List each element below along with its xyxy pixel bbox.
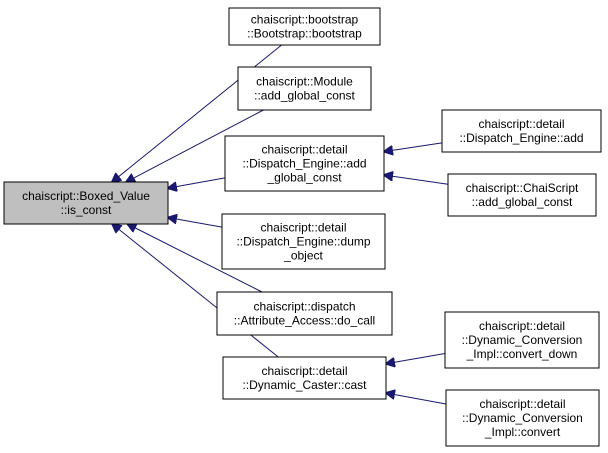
edge-dispatch_engine_add-to-dispatch_engine_add_global_const [384,142,443,152]
nodes-group: chaiscript::Boxed_Value::is_constchaiscr… [3,7,602,447]
node-box [441,109,602,153]
node-label-line: ::add_global_const [472,195,573,209]
edge-dynamic_conversion_convert-to-dynamic_caster_cast [386,393,447,405]
node-label-line: chaiscript::detail [479,319,565,333]
node-label-line: chaiscript::detail [260,221,346,235]
node-root[interactable]: chaiscript::Boxed_Value::is_const [3,181,169,225]
node-label-line: chaiscript::detail [478,117,564,131]
node-label-line: chaiscript::detail [261,143,347,157]
node-label-line: ::Bootstrap::bootstrap [247,27,362,41]
node-box [222,356,387,400]
node-dynamic_conversion_convert[interactable]: chaiscript::detail::Dynamic_Conversion_I… [445,389,600,447]
node-label-line: _Impl::convert_down [466,347,578,361]
node-label-line: ::Dynamic_Conversion [462,411,583,425]
node-label-line: ::is_const [61,203,112,217]
node-dispatch_engine_dump_object[interactable]: chaiscript::detail::Dispatch_Engine::dum… [221,213,386,270]
node-label-line: chaiscript::Module [256,75,353,89]
edge-module_add_global_const-to-root [126,109,264,182]
node-chaiscript_add_global_const[interactable]: chaiscript::ChaiScript::add_global_const [447,173,597,217]
node-label-line: ::Attribute_Access::do_call [234,314,375,328]
node-label-line: ::Dispatch_Engine::dump [236,235,370,249]
node-box [3,181,169,225]
node-label-line: chaiscript::Boxed_Value [22,189,150,203]
node-label-line: _Impl::convert [484,425,561,439]
node-bootstrap[interactable]: chaiscript::bootstrap::Bootstrap::bootst… [228,7,381,46]
node-dispatch_engine_add_global_const[interactable]: chaiscript::detail::Dispatch_Engine::add… [224,135,385,192]
node-box [228,7,381,46]
edge-dynamic_conversion_convert_down-to-dynamic_caster_cast [386,352,446,363]
node-label-line: chaiscript::detail [261,364,347,378]
edge-attribute_access_do_call-to-root [128,224,263,293]
node-label-line: ::Dynamic_Caster::cast [242,378,367,392]
node-attribute_access_do_call[interactable]: chaiscript::dispatch::Attribute_Access::… [216,291,393,336]
node-label-line: _object [283,249,323,263]
edge-chaiscript_add_global_const-to-dispatch_engine_add_global_const [384,175,449,185]
edge-dispatch_engine_dump_object-to-root [168,218,223,228]
node-dispatch_engine_add[interactable]: chaiscript::detail::Dispatch_Engine::add [441,109,602,153]
node-box [444,311,600,369]
node-label-line: _global_const [266,171,342,185]
node-box [221,213,386,270]
node-box [216,291,393,336]
node-label-line: ::Dynamic_Conversion [462,333,583,347]
node-label-line: chaiscript::ChaiScript [466,181,579,195]
node-label-line: chaiscript::detail [479,397,565,411]
node-module_add_global_const[interactable]: chaiscript::Module::add_global_const [237,66,372,111]
node-label-line: ::add_global_const [254,89,355,103]
node-label-line: chaiscript::bootstrap [251,13,359,27]
node-box [224,135,385,192]
edge-dispatch_engine_add_global_const-to-root [168,177,226,188]
node-label-line: ::Dispatch_Engine::add [242,157,366,171]
node-box [447,173,597,217]
node-dynamic_caster_cast[interactable]: chaiscript::detail::Dynamic_Caster::cast [222,356,387,400]
node-label-line: chaiscript::dispatch [253,300,355,314]
node-label-line: ::Dispatch_Engine::add [459,131,583,145]
node-box [237,66,372,111]
node-box [445,389,600,447]
node-dynamic_conversion_convert_down[interactable]: chaiscript::detail::Dynamic_Conversion_I… [444,311,600,369]
